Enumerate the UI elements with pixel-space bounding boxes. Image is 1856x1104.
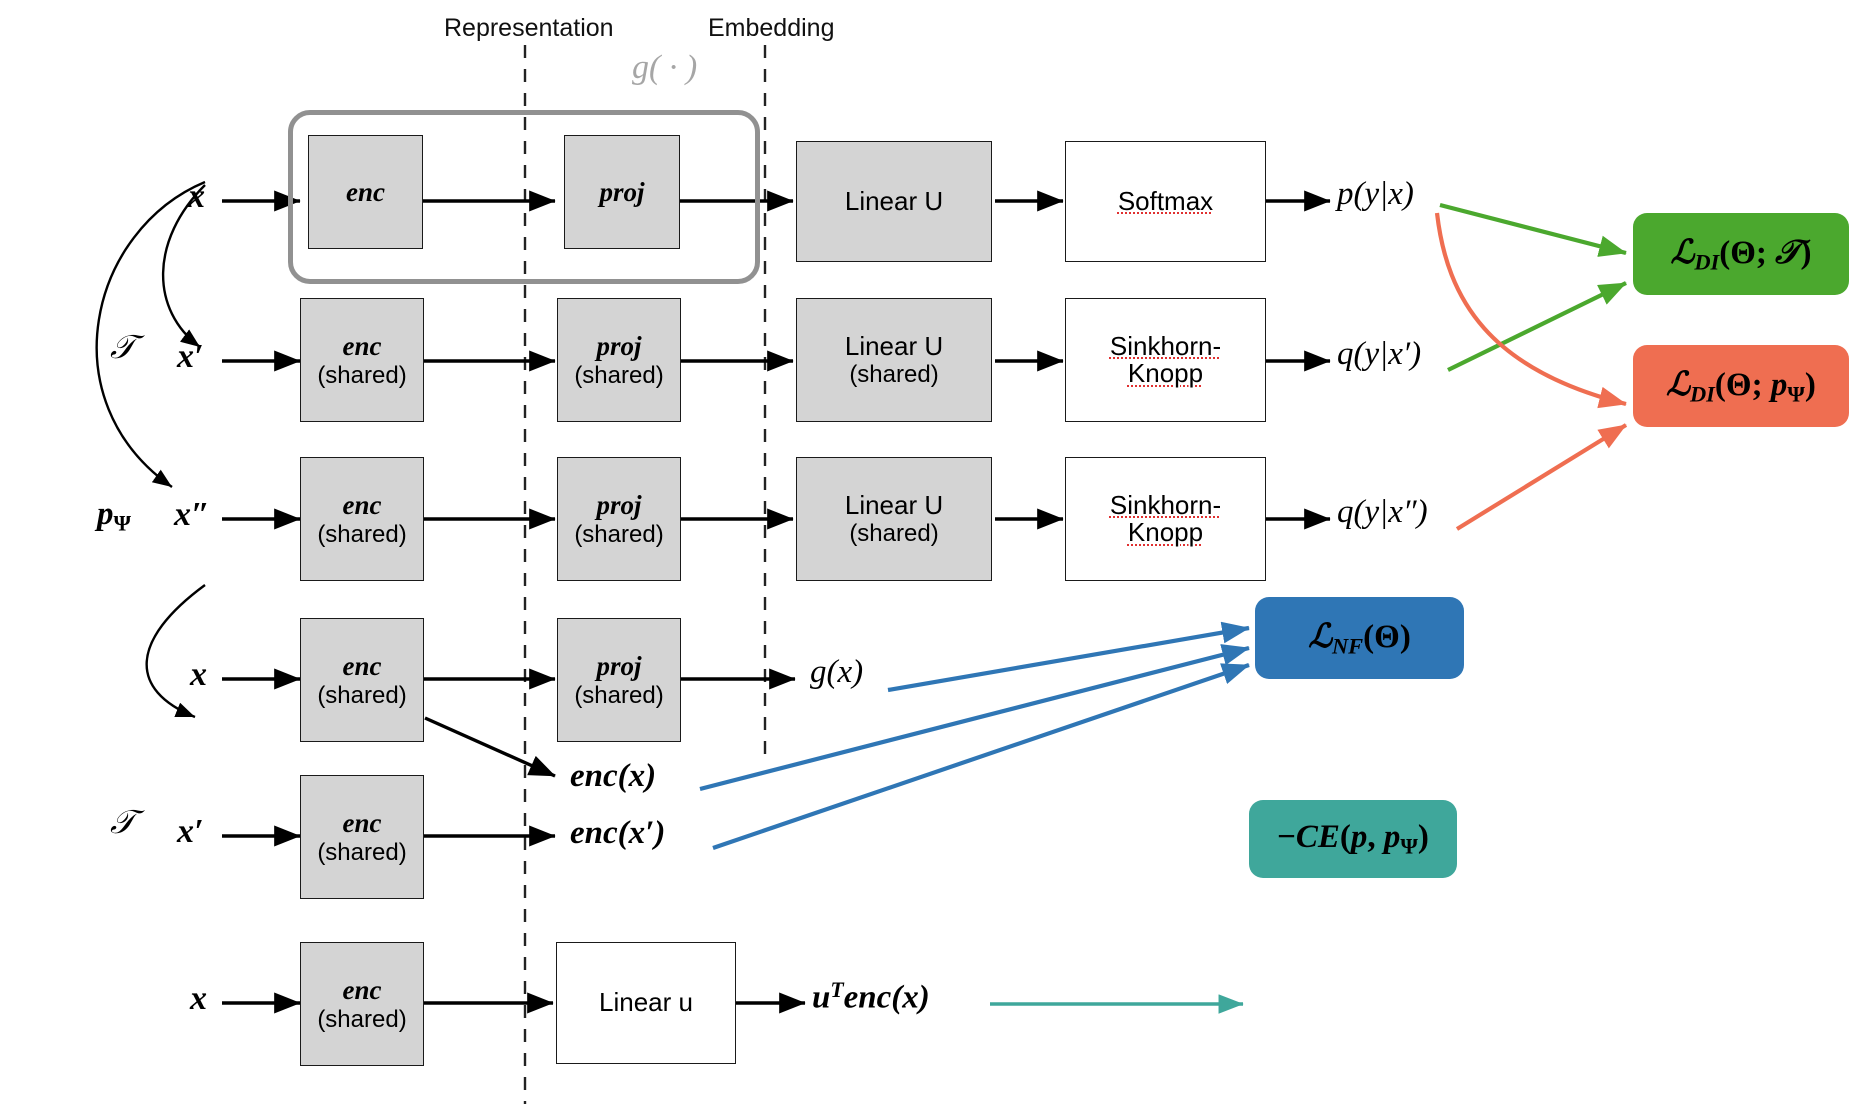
output-uT-enc-x: uTenc(x) (812, 978, 930, 1016)
block-proj-row2[interactable]: proj (shared) (557, 298, 681, 422)
block-sublabel-shared: (shared) (317, 1005, 407, 1033)
loss-label: −CE(p, pΨ) (1277, 818, 1429, 859)
block-label: Linear U (844, 330, 944, 361)
input-symbol-x-prime-row2: x′ (177, 338, 204, 375)
block-proj-row3[interactable]: proj (shared) (557, 457, 681, 581)
block-sublabel-shared: (shared) (849, 361, 939, 389)
loss-box-negative-ce[interactable]: −CE(p, pΨ) (1249, 800, 1457, 878)
block-sublabel-shared: (shared) (317, 681, 407, 709)
output-p-y-given-x: p(y|x) (1337, 176, 1414, 212)
input-symbol-x-row6: x (190, 980, 207, 1017)
aug-curve-ppsi (95, 180, 206, 488)
block-enc-row2[interactable]: enc (shared) (300, 298, 424, 422)
block-label-line1: Sinkhorn- (1109, 330, 1222, 361)
block-sublabel-shared: (shared) (317, 838, 407, 866)
block-label-line2: Knopp (1127, 517, 1204, 547)
aug-curve-T-mid (145, 584, 206, 719)
transform-label-p-psi: pΨ (97, 496, 131, 536)
transform-label-T-mid: 𝒯 (110, 805, 136, 841)
block-label: enc (342, 331, 382, 362)
input-symbol-x-row4: x (190, 656, 207, 693)
g-function-group-outline (288, 110, 760, 284)
arrow-enc-to-encx (424, 716, 556, 778)
block-sublabel-shared: (shared) (849, 520, 939, 548)
block-enc-row3[interactable]: enc (shared) (300, 457, 424, 581)
output-q-y-given-x-prime: q(y|x′) (1337, 336, 1422, 372)
column-header-embedding: Embedding (708, 14, 835, 42)
block-label: enc (342, 975, 382, 1006)
edge-encxp-to-loss-nf (712, 663, 1250, 850)
block-sublabel-shared: (shared) (574, 361, 664, 389)
block-label: proj (599, 176, 645, 207)
block-label-line2: Knopp (1127, 358, 1204, 388)
block-label: proj (596, 651, 642, 682)
block-label: Softmax (1117, 185, 1214, 216)
block-label-line1: Sinkhorn- (1109, 489, 1222, 520)
loss-label: ℒDI(Θ; pΨ) (1666, 364, 1816, 407)
input-symbol-x-double-prime-row3: x″ (174, 496, 210, 533)
block-enc-row4[interactable]: enc (shared) (300, 618, 424, 742)
block-sinkhorn-knopp-row2[interactable]: Sinkhorn- Knopp (1065, 298, 1266, 422)
block-label: enc (346, 176, 385, 207)
output-q-y-given-x-double-prime: q(y|x″) (1337, 494, 1428, 530)
block-sinkhorn-knopp-row3[interactable]: Sinkhorn- Knopp (1065, 457, 1266, 581)
block-proj-row4[interactable]: proj (shared) (557, 618, 681, 742)
input-symbol-x-prime-row5: x′ (177, 813, 204, 850)
block-label: enc (342, 808, 382, 839)
loss-label: ℒNF(Θ) (1308, 616, 1411, 659)
edge-p-to-loss-di-t (1439, 202, 1627, 257)
block-enc-row6[interactable]: enc (shared) (300, 942, 424, 1066)
output-g-of-x: g(x) (810, 654, 864, 690)
block-label: enc (342, 651, 382, 682)
loss-box-di-p-psi[interactable]: ℒDI(Θ; pΨ) (1633, 345, 1849, 427)
g-function-annotation: g( · ) (632, 49, 698, 86)
loss-label: ℒDI(Θ; 𝒯) (1670, 232, 1812, 275)
block-sublabel-shared: (shared) (574, 520, 664, 548)
edge-q-to-loss-di-t (1447, 281, 1627, 372)
block-sublabel-shared: (shared) (574, 681, 664, 709)
block-proj-row1[interactable]: proj (564, 135, 680, 249)
block-linear-u-row2[interactable]: Linear U (shared) (796, 298, 992, 422)
block-enc-row5[interactable]: enc (shared) (300, 775, 424, 899)
block-softmax-row1[interactable]: Softmax (1065, 141, 1266, 262)
loss-box-di-transform[interactable]: ℒDI(Θ; 𝒯) (1633, 213, 1849, 295)
input-symbol-x-row1: x (188, 178, 205, 215)
edge-p-to-loss-di-ppsi (1434, 212, 1627, 409)
block-label: Linear U (844, 489, 944, 520)
output-enc-of-x: enc(x) (570, 758, 657, 794)
edge-encx-to-loss-nf (699, 644, 1250, 792)
edge-qpp-to-loss-di-ppsi (1455, 423, 1628, 531)
block-label: proj (596, 331, 642, 362)
block-sublabel-shared: (shared) (317, 361, 407, 389)
block-linear-u-lower[interactable]: Linear u (556, 942, 736, 1064)
block-label: proj (596, 490, 642, 521)
block-label: Linear u (599, 987, 693, 1018)
transform-label-T-top: 𝒯 (110, 330, 136, 366)
block-linear-u-row3[interactable]: Linear U (shared) (796, 457, 992, 581)
loss-box-nf[interactable]: ℒNF(Θ) (1255, 597, 1464, 679)
column-header-representation: Representation (444, 14, 614, 42)
output-enc-of-x-prime: enc(x′) (570, 815, 666, 851)
block-enc-row1[interactable]: enc (308, 135, 423, 249)
block-sublabel-shared: (shared) (317, 520, 407, 548)
block-linear-u-row1[interactable]: Linear U (796, 141, 992, 262)
block-label: Linear U (844, 185, 944, 216)
block-label: enc (342, 490, 382, 521)
edge-gx-to-loss-nf (887, 621, 1250, 693)
aug-curve-T (161, 184, 206, 348)
